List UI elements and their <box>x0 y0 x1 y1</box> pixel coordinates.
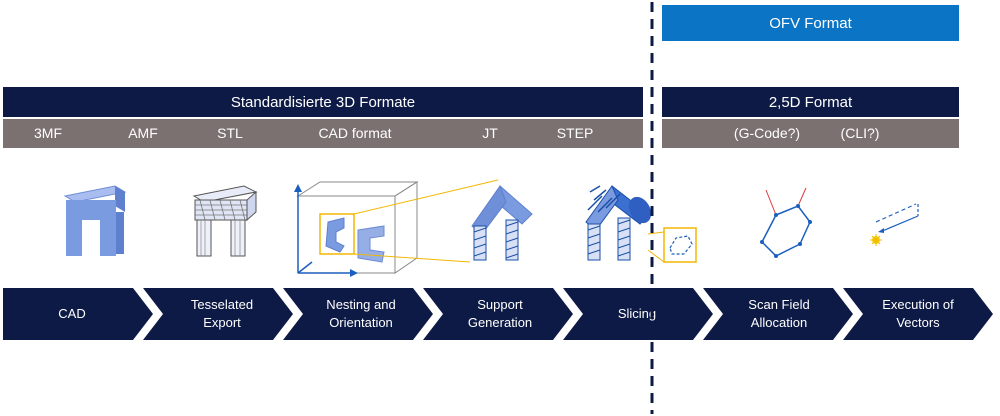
chevron-execution-of-vectors <box>843 288 993 340</box>
format-cli: (CLI?) <box>840 125 880 141</box>
chevron-support-generation <box>423 288 573 340</box>
step-label-cad: CAD <box>58 306 86 321</box>
step-label-nesting-orientation: Nesting and Orientation <box>326 297 396 330</box>
chevron-slicing <box>563 288 713 340</box>
format-gcode: (G-Code?) <box>733 125 801 141</box>
vector-execution-icon <box>870 203 919 246</box>
support-part-icon <box>471 184 533 261</box>
format-2-5d-bar: 2,5D Format <box>662 87 959 117</box>
chevron-scan-field-allocation <box>703 288 853 340</box>
format-step: STEP <box>556 125 594 141</box>
format-jt: JT <box>482 125 498 141</box>
standardized-formats-bar: Standardisierte 3D Formate <box>3 87 643 117</box>
cad-part-icon <box>63 185 127 256</box>
chevron-cad <box>3 288 153 340</box>
sliced-part-icon <box>585 184 697 263</box>
step-label-tesselated-export: Tesselated Export <box>190 297 254 330</box>
format-amf: AMF <box>128 125 158 141</box>
step-label-execution-of-vectors: Execution of Vectors <box>882 297 954 330</box>
tesselated-part-icon <box>192 185 258 257</box>
chevron-tesselated-export <box>143 288 293 340</box>
format-list-left: 3MF AMF STL CAD format JT STEP <box>3 119 643 148</box>
format-list-right: (G-Code?) (CLI?) <box>662 119 959 148</box>
nesting-box-icon <box>294 179 499 277</box>
scan-field-icon <box>760 187 812 258</box>
step-label-slicing: Slicing <box>617 306 657 321</box>
step-label-scan-field-allocation: Scan Field Allocation <box>748 297 810 330</box>
step-label-support-generation: Support Generation <box>467 297 533 330</box>
format-3mf: 3MF <box>34 125 62 141</box>
ofv-format-banner: OFV Format <box>662 5 959 41</box>
format-cad: CAD format <box>318 125 392 141</box>
format-stl: STL <box>217 125 243 141</box>
chevron-nesting-orientation <box>283 288 433 340</box>
